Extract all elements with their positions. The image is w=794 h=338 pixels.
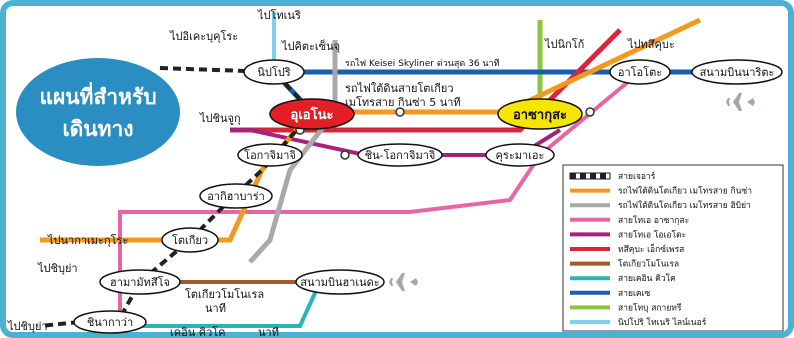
dest-ikebukuro: ไปอิเคะบุคุโระ — [169, 29, 238, 43]
dest-shinjuku: ไปชินจูกุ — [199, 112, 241, 125]
legend-item-tobu: สายโทบุ สกายทรี — [570, 302, 682, 313]
svg-text:อาโอโตะ: อาโอโตะ — [618, 65, 662, 79]
dest-kitasenju: ไปคิตะเซ็นจุ — [281, 39, 340, 53]
keikyu-note-1: เคอิน คิวโค — [170, 325, 226, 338]
svg-text:สนามบินฮาเนดะ: สนามบินฮาเนดะ — [300, 276, 379, 289]
station-haneda[interactable]: สนามบินฮาเนดะ — [295, 269, 385, 295]
station-dot[interactable] — [340, 150, 350, 160]
station-dot[interactable] — [395, 107, 405, 117]
legend-label: สายเคอิน คิวโค — [618, 273, 676, 284]
legend-label: นิปโปริ โทเนริ ไลน์เนอร์ — [618, 317, 707, 328]
legend-label: สายเคเซ — [618, 289, 650, 299]
svg-text:โตเกียว: โตเกียว — [172, 233, 208, 247]
svg-text:นิปโปริ: นิปโปริ — [257, 65, 290, 79]
station-shinagawa[interactable]: ชินากาว่า — [73, 310, 147, 334]
svg-text:สนามบินนาริตะ: สนามบินนาริตะ — [700, 66, 775, 79]
legend-item-keikyu: สายเคอิน คิวโค — [570, 273, 676, 284]
legend-item-jr: สายเจอาร์ — [569, 171, 656, 182]
skyliner-note: รถไฟ Keisei Skyliner ด่วนสุด 36 นาที — [345, 58, 500, 69]
svg-text:โอกาจิมาจิ: โอกาจิมาจิ — [244, 148, 296, 162]
svg-text:ชิน-โอกาจิมาจิ: ชิน-โอกาจิมาจิ — [365, 148, 436, 162]
ginza-note-2: เมโทรสาย กินซ่า 5 นาที — [345, 95, 461, 109]
dest-nakameguro: ไปนากาเมะกุโระ — [47, 233, 128, 247]
station-aoto[interactable]: อาโอโตะ — [609, 59, 671, 85]
station-kuramae[interactable]: คุระมาเอะ — [485, 143, 555, 167]
station-naka-okachimachi[interactable]: ชิน-โอกาจิมาจิ — [357, 143, 443, 167]
station-ueno[interactable]: อุเอโนะ — [269, 98, 355, 130]
legend-item-tx: ทสึคุบะ เอ็กซ์เพรส — [570, 243, 685, 255]
airplane-icon — [388, 273, 418, 291]
dest-toneri: ไปโทเนริ — [257, 8, 301, 22]
legend: สายเจอาร์รถไฟใต้ดินโตเกียว เมโทรสาย กินซ… — [562, 164, 784, 332]
station-tokyo[interactable]: โตเกียว — [161, 227, 219, 253]
tx-line — [230, 28, 622, 133]
station-dot[interactable] — [585, 107, 595, 117]
title-bubble: แผนที่สำหรับ เดินทาง — [12, 54, 184, 170]
legend-item-monorail: โตเกียวโมโนเรล — [570, 259, 679, 270]
keikyu-note-2: นาที — [258, 326, 279, 338]
legend-item-keisei: สายเคเซ — [570, 289, 650, 299]
dest-nikko: ไปนิกโก้ — [544, 37, 584, 51]
dest-shibuya-1: ไปชิบุย่า — [37, 262, 78, 275]
title-line2: เดินทาง — [62, 117, 133, 141]
legend-label: รถไฟใต้ดินโตเกียว เมโทรสาย ฮิบิย่า — [618, 200, 751, 211]
legend-item-hibiya: รถไฟใต้ดินโตเกียว เมโทรสาย ฮิบิย่า — [570, 200, 751, 211]
svg-text:ชินากาว่า: ชินากาว่า — [87, 316, 133, 329]
station-nippori[interactable]: นิปโปริ — [243, 59, 305, 85]
svg-text:อาซากุสะ: อาซากุสะ — [513, 108, 567, 123]
legend-label: สายโทเอ อาซากุสะ — [618, 215, 689, 226]
keikyu-line — [140, 281, 322, 328]
legend-label: สายเจอาร์ — [618, 171, 656, 182]
airplane-icon — [725, 93, 755, 111]
title-line1: แผนที่สำหรับ — [39, 81, 156, 109]
hibiya-line — [248, 40, 338, 264]
dest-tsukuba: ไปทสึคุบะ — [627, 38, 675, 51]
legend-item-asakusa: สายโทเอ อาซากุสะ — [570, 215, 689, 226]
monorail-note-2: นาที — [205, 302, 226, 315]
dest-shibuya-2: ไปชิบุย่า — [7, 320, 48, 333]
legend-label: สายโทบุ สกายทรี — [618, 302, 682, 313]
station-akihabara[interactable]: อากิฮาบาร่า — [199, 183, 273, 209]
svg-text:คุระมาเอะ: คุระมาเอะ — [496, 149, 545, 162]
legend-item-nippori_toneri: นิปโปริ โทเนริ ไลน์เนอร์ — [570, 317, 707, 328]
svg-text:อุเอโนะ: อุเอโนะ — [291, 106, 334, 123]
legend-item-oedo: สายโทเอ โอเอโดะ — [570, 229, 686, 240]
monorail-note-1: โตเกียวโมโนเรล — [185, 287, 264, 301]
legend-label: ทสึคุบะ เอ็กซ์เพรส — [618, 243, 685, 255]
ginza-note-1: รถไฟใต้ดินสายโตเกียว — [345, 81, 454, 95]
station-narita[interactable]: สนามบินนาริตะ — [691, 59, 783, 85]
legend-label: รถไฟใต้ดินโตเกียว เมโทรสาย กินซ่า — [618, 186, 752, 197]
station-asakusa[interactable]: อาซากุสะ — [497, 98, 583, 130]
svg-text:ฮามามัทสึโจ: ฮามามัทสึโจ — [110, 275, 170, 289]
legend-item-ginza: รถไฟใต้ดินโตเกียว เมโทรสาย กินซ่า — [570, 186, 752, 197]
legend-label: โตเกียวโมโนเรล — [618, 259, 679, 270]
station-okachimachi[interactable]: โอกาจิมาจิ — [237, 143, 303, 167]
svg-text:อากิฮาบาร่า: อากิฮาบาร่า — [207, 190, 265, 203]
legend-label: สายโทเอ โอเอโดะ — [618, 229, 686, 240]
station-hamamatsucho[interactable]: ฮามามัทสึโจ — [99, 269, 181, 295]
